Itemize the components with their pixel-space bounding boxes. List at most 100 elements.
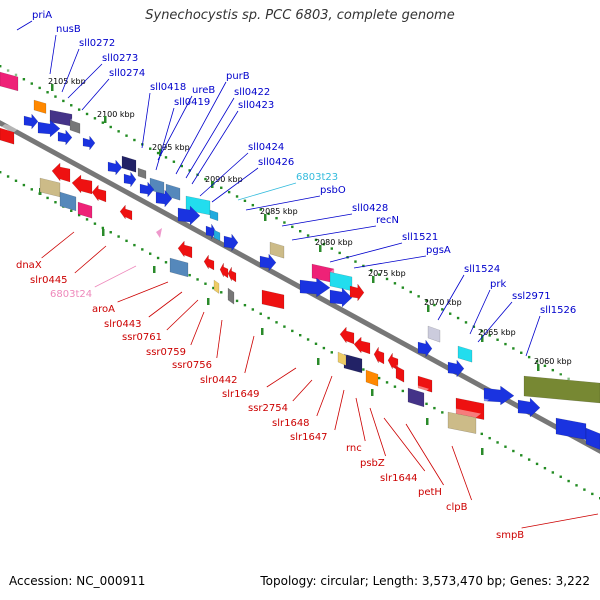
gene-arrow [483,385,515,406]
leader-line [451,445,472,501]
gene-label: sll0418 [150,82,186,93]
gc-dot-upper [377,273,381,276]
leader-line [67,63,103,99]
leader-line [525,315,541,357]
leader-line [316,375,333,417]
gene-label: aroA [92,304,115,315]
gene-arrow [123,171,137,188]
gc-dot-lower [275,321,278,324]
gc-dot-upper [235,195,239,198]
tick-label: 2075 kbp [368,269,406,278]
gene-label: nusB [56,24,81,35]
gc-dot-upper [259,208,262,211]
gc-dot-upper [559,373,562,376]
gene-label: purB [226,71,250,82]
gene-label: ssl2971 [512,291,551,302]
gc-dot-upper [93,117,97,120]
tick-label: 2070 kbp [424,298,462,307]
gene-arrow [139,181,155,198]
gene-label: sll0423 [238,100,274,111]
gene-box [33,96,51,114]
gc-dot-upper [496,338,499,341]
tick-label: 2105 kbp [48,77,86,86]
gc-dot-upper [488,334,491,337]
gc-dot-lower [93,222,97,225]
gene-arrow [447,359,465,378]
gc-dot-upper [314,238,318,242]
leader-line [477,301,513,343]
gene-label: ssr0759 [146,347,186,358]
leader-line [175,81,227,175]
gc-dot-upper [425,299,428,302]
gene-label: sll1526 [540,305,576,316]
tick-mark [153,266,156,273]
tick-mark [102,229,105,236]
gene-arrow [177,240,193,259]
gc-dot-upper [504,342,507,346]
gc-dot-lower [504,445,507,448]
gc-dot-upper [275,216,278,220]
gc-dot-lower [330,351,333,354]
leader-line [521,513,599,529]
gene-arrow [119,204,133,221]
gene-box [417,372,437,393]
tick-mark [481,335,484,342]
gene-arrow [223,233,239,252]
gene-box [407,384,429,408]
gc-dot-upper [227,190,231,194]
gene-arrow [329,287,353,308]
gene-box [59,188,81,212]
rna-feature [156,228,162,238]
gc-dot-lower [520,454,523,457]
gc-dot-lower [204,282,207,285]
gene-arrow [205,223,217,240]
gc-dot-upper [417,295,420,298]
gc-dot-upper [243,199,247,203]
gene-box [585,424,600,450]
leader-line [329,242,403,263]
gc-dot-lower [393,385,397,388]
gene-box [227,284,239,305]
gene-arrow [91,184,107,203]
leader-line [199,152,249,197]
gc-dot-upper [0,65,2,68]
gc-dot-lower [488,436,491,440]
leader-line [334,389,345,431]
gc-dot-upper [291,225,294,229]
leader-line [16,20,33,31]
gc-dot-upper [551,368,555,372]
leader-line [292,379,313,402]
gc-dot-lower [196,278,199,281]
leader-line [41,231,75,259]
gene-label: 6803t24 [50,289,92,300]
gc-dot-lower [259,312,262,315]
gene-box [337,348,351,366]
gc-dot-upper [393,282,397,285]
gc-dot-upper [401,286,405,289]
gene-box [213,276,224,294]
gc-dot-upper [370,269,373,272]
tick-label: 2090 kbp [205,175,243,184]
gc-dot-lower [133,243,136,247]
gc-dot-lower [14,179,18,182]
gene-label: 6803t23 [296,172,338,183]
gc-dot-upper [85,112,89,116]
gc-dot-lower [377,376,381,380]
gc-dot-upper [441,308,444,311]
gc-dot-upper [133,138,136,142]
gene-label: slr0445 [30,275,68,286]
gc-dot-upper [362,264,365,268]
gc-dot-lower [22,183,26,187]
gc-dot-lower [425,402,428,406]
gc-dot-upper [156,151,160,155]
gc-dot-lower [0,171,2,174]
gene-arrow [203,254,215,271]
gc-dot-lower [85,218,89,221]
gc-dot-upper [449,312,452,315]
gc-dot-upper [283,221,286,224]
gene-box [0,68,23,92]
gc-dot-lower [291,329,294,333]
leader-line [291,225,377,241]
